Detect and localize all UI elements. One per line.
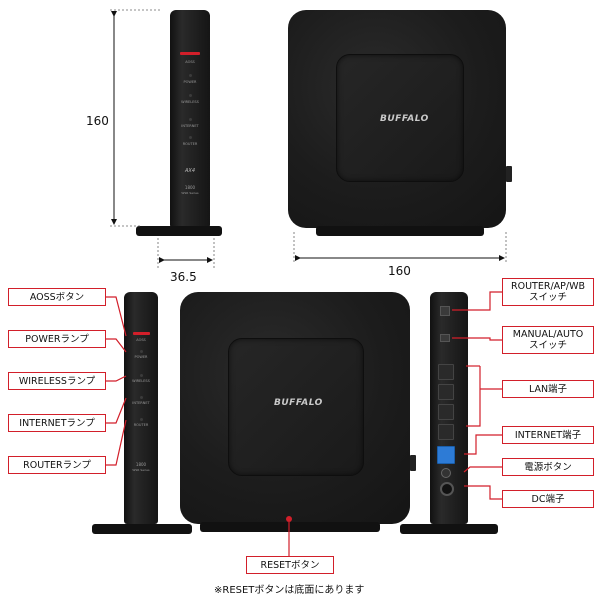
callout-router-lamp: ROUTERランプ: [8, 456, 106, 474]
stand-side-top: [316, 226, 484, 236]
callout-power-button: 電源ボタン: [502, 458, 594, 476]
depth-dimension-label: 36.5: [170, 270, 197, 284]
lan-port-3[interactable]: [438, 404, 454, 420]
callout-reset-button: RESETボタン: [246, 556, 334, 574]
power-label-bottom: POWER: [134, 355, 148, 359]
reset-button-point[interactable]: [286, 516, 292, 522]
internet-led: [188, 118, 192, 121]
callout-internet-port: INTERNET端子: [502, 426, 594, 444]
model-number: 1800: [184, 185, 196, 190]
stand-side-bottom: [200, 522, 380, 532]
callout-aoss-button: AOSSボタン: [8, 288, 106, 306]
callout-internet-lamp: INTERNETランプ: [8, 414, 106, 432]
router-front-view-top: AOSS POWER WIRELESS INTERNET ROUTER AX4 …: [170, 10, 210, 228]
height-dimension-label: 160: [86, 114, 109, 128]
aoss-button-indicator: [180, 52, 200, 55]
lan-port-2[interactable]: [438, 384, 454, 400]
router-led-bottom: [139, 418, 143, 421]
wireless-label: WIRELESS: [181, 100, 199, 104]
callout-wireless-lamp: WIRELESSランプ: [8, 372, 106, 390]
callout-dc-port: DC端子: [502, 490, 594, 508]
aoss-button-indicator-bottom: [132, 332, 150, 335]
model-series: WSR Series: [181, 191, 199, 195]
power-label: POWER: [183, 80, 197, 84]
internet-label: INTERNET: [181, 124, 199, 128]
dc-port[interactable]: [440, 482, 454, 496]
lan-port-1[interactable]: [438, 364, 454, 380]
stand-back: [400, 524, 498, 534]
power-button[interactable]: [441, 468, 451, 478]
router-front-view-bottom: AOSS POWER WIRELESS INTERNET ROUTER 1800…: [124, 292, 158, 524]
width-dimension-label: 160: [388, 264, 411, 278]
router-ap-wb-switch[interactable]: [440, 306, 450, 316]
aoss-label-bottom: AOSS: [136, 338, 146, 342]
router-side-view-top: BUFFALO: [288, 10, 506, 228]
router-label-bottom: ROUTER: [133, 423, 149, 427]
router-back-view: [430, 292, 468, 524]
router-label: ROUTER: [182, 142, 198, 146]
power-led: [188, 74, 192, 77]
model-number-bottom: 1800: [135, 462, 147, 467]
stand-front-top: [136, 226, 222, 236]
model-badge: AX4: [184, 168, 196, 174]
side-tab-bottom: [410, 455, 416, 471]
callout-lan-port: LAN端子: [502, 380, 594, 398]
wireless-led-bottom: [139, 374, 143, 377]
callout-power-lamp: POWERランプ: [8, 330, 106, 348]
brand-logo-bottom: BUFFALO: [274, 398, 323, 408]
brand-logo-top: BUFFALO: [380, 114, 429, 124]
power-led-bottom: [139, 350, 143, 353]
side-tab-top: [506, 166, 512, 182]
router-led: [188, 136, 192, 139]
router-side-view-bottom: BUFFALO: [180, 292, 410, 524]
internet-led-bottom: [139, 396, 143, 399]
footnote: ※RESETボタンは底面にあります: [214, 585, 365, 596]
internet-label-bottom: INTERNET: [132, 401, 150, 405]
wireless-led: [188, 94, 192, 97]
model-series-bottom: WSR Series: [132, 468, 150, 472]
internet-port[interactable]: [437, 446, 455, 464]
stand-front-bottom: [92, 524, 192, 534]
side-panel-square: [336, 54, 464, 182]
manual-auto-switch[interactable]: [440, 334, 450, 342]
wireless-label-bottom: WIRELESS: [132, 379, 150, 383]
lan-port-4[interactable]: [438, 424, 454, 440]
side-panel-square-bottom: [228, 338, 364, 476]
aoss-label: AOSS: [185, 60, 195, 64]
